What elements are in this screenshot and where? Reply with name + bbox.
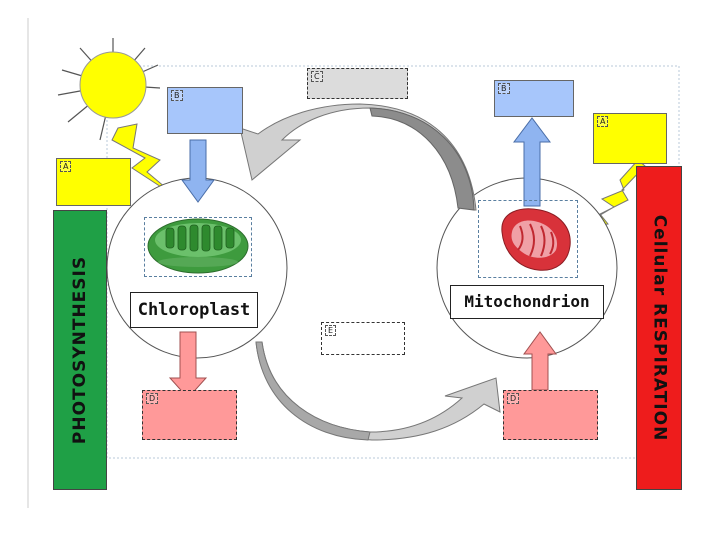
chloroplast-label: Chloroplast xyxy=(130,292,258,328)
box-letter: A xyxy=(60,161,72,172)
answer-box-e[interactable]: E xyxy=(321,322,405,355)
chloroplast-image-frame[interactable] xyxy=(144,217,252,277)
mitochondrion-icon xyxy=(501,208,571,271)
sun-icon xyxy=(57,38,161,141)
answer-box-c[interactable]: C xyxy=(307,68,408,99)
answer-box-b-right[interactable]: B xyxy=(494,80,574,117)
box-letter: D xyxy=(507,393,520,404)
answer-box-d-left[interactable]: D xyxy=(142,390,237,440)
mitochondrion-label: Mitochondrion xyxy=(450,285,604,319)
answer-box-b-left[interactable]: B xyxy=(167,87,243,134)
photosynthesis-sidebar: PHOTOSYNTHESIS xyxy=(53,210,107,490)
box-letter: A xyxy=(597,116,609,127)
answer-box-a-left[interactable]: A xyxy=(56,158,131,206)
slide-edge xyxy=(27,18,29,508)
box-letter: B xyxy=(171,90,183,101)
mitochondrion-image-frame[interactable] xyxy=(478,200,578,278)
down-arrow-icon xyxy=(168,331,208,399)
down-arrow-icon xyxy=(181,139,215,203)
up-arrow-icon xyxy=(523,331,557,391)
curved-arrow-icon xyxy=(239,103,477,211)
box-letter: D xyxy=(146,393,159,404)
answer-box-d-right[interactable]: D xyxy=(503,390,598,440)
box-letter: B xyxy=(498,83,510,94)
curved-arrow-icon xyxy=(255,341,501,441)
photosynthesis-label: PHOTOSYNTHESIS xyxy=(70,255,90,445)
answer-box-a-right[interactable]: A xyxy=(593,113,667,164)
chloroplast-icon xyxy=(147,218,249,274)
respiration-sidebar: Cellular RESPIRATION xyxy=(636,166,682,490)
respiration-label: Cellular RESPIRATION xyxy=(649,214,669,442)
box-letter: C xyxy=(311,71,323,82)
up-arrow-icon xyxy=(513,117,551,207)
box-letter: E xyxy=(325,325,337,336)
